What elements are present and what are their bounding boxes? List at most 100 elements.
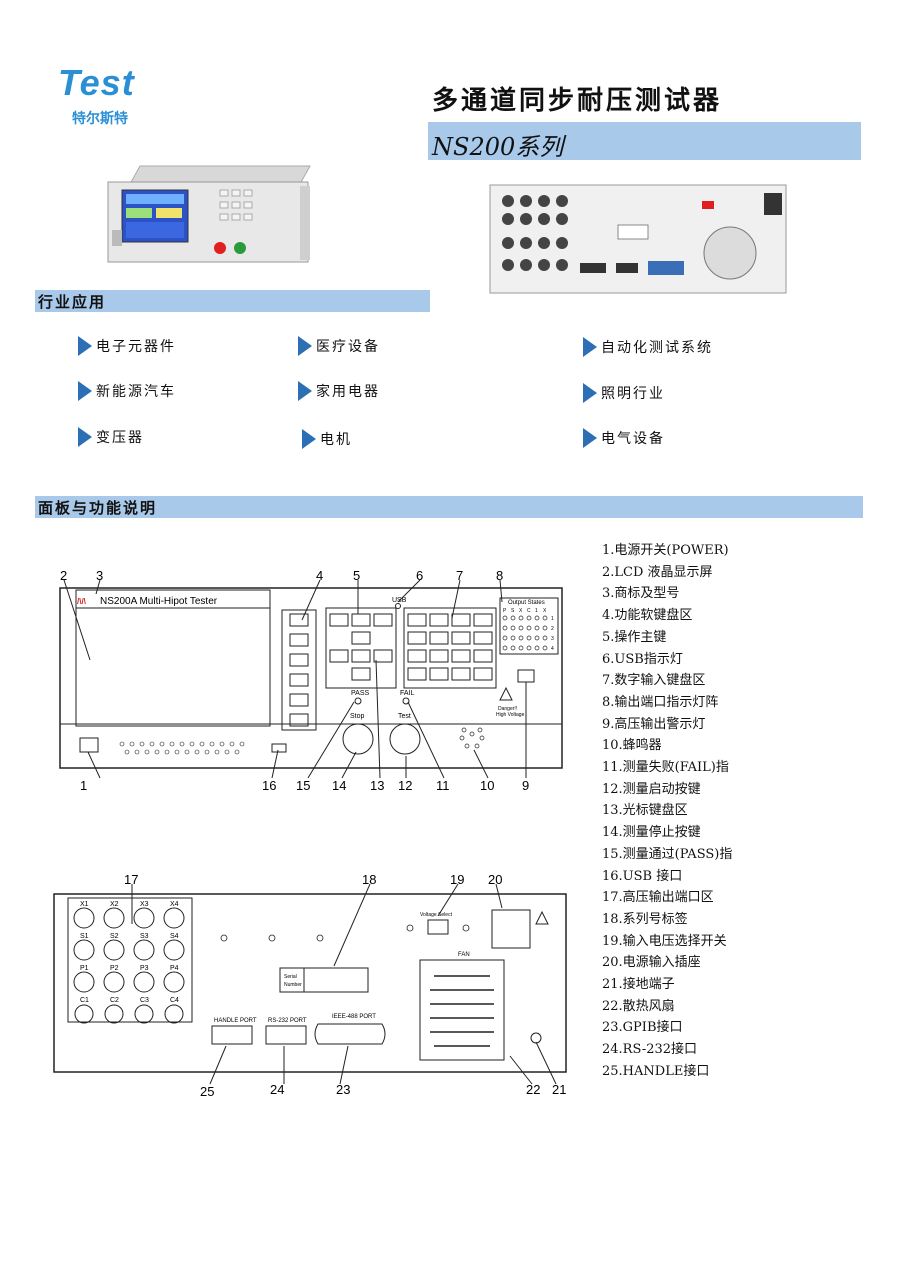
- vent-holes: [119, 741, 245, 755]
- application-item: 照明行业: [583, 383, 665, 403]
- svg-text:4: 4: [551, 646, 554, 652]
- application-item: 家用电器: [298, 381, 380, 401]
- triangle-arrow-icon: [302, 429, 316, 449]
- callout-label: 16: [262, 778, 276, 793]
- legend-item: 10.蜂鸣器: [602, 738, 662, 754]
- svg-text:S2: S2: [110, 933, 119, 940]
- svg-text:P1: P1: [80, 965, 89, 972]
- rear-product-photo: [489, 184, 787, 294]
- callout-label: 20: [488, 872, 502, 887]
- section-title-applications: 行业应用: [38, 293, 107, 311]
- callout-label: 19: [450, 872, 464, 887]
- svg-text:S: S: [511, 608, 515, 614]
- section-bar-applications: [35, 290, 430, 312]
- brand-logo-word: Test: [58, 62, 135, 103]
- legend-item: 16.USB 接口: [602, 868, 683, 884]
- legend-item: 9.高压输出警示灯: [602, 716, 706, 732]
- function-legend: 1.电源开关(POWER) 2.LCD 液晶显示屏 3.商标及型号 4.功能软键…: [602, 540, 762, 1083]
- svg-text:S3: S3: [140, 933, 149, 940]
- page-title: 多通道同步耐压测试器: [432, 86, 723, 116]
- ground-terminal: [530, 1032, 542, 1044]
- legend-item: 8.输出端口指示灯阵: [602, 694, 719, 710]
- svg-text:P4: P4: [170, 965, 179, 972]
- callout-label: 11: [436, 778, 450, 793]
- voltage-select-label: Voltage Select: [420, 912, 453, 918]
- hv-warning-lamp: [517, 669, 535, 683]
- legend-item: 1.电源开关(POWER): [602, 543, 729, 558]
- warning-icon: [535, 910, 549, 925]
- stop-button: [342, 723, 374, 755]
- application-item: 新能源汽车: [78, 381, 176, 401]
- application-item: 电气设备: [583, 428, 665, 448]
- triangle-arrow-icon: [583, 337, 597, 357]
- legend-item: 24.RS-232接口: [602, 1042, 698, 1058]
- callout-label: 24: [270, 1082, 284, 1097]
- svg-text:X: X: [519, 608, 523, 614]
- legend-item: 4.功能软键盘区: [602, 608, 693, 624]
- callout-label: 17: [124, 872, 138, 887]
- power-inlet: [491, 909, 531, 949]
- svg-text:X3: X3: [140, 901, 149, 908]
- front-product-photo: [107, 165, 311, 263]
- usb-led-icon: [395, 603, 401, 609]
- legend-item: 6.USB指示灯: [602, 651, 683, 667]
- callout-label: 1: [80, 778, 87, 793]
- svg-text:X4: X4: [170, 901, 179, 908]
- callout-label: 6: [416, 568, 423, 583]
- triangle-arrow-icon: [78, 336, 92, 356]
- callout-label: 15: [296, 778, 310, 793]
- callout-label: 22: [526, 1082, 540, 1097]
- legend-item: 11.测量失败(FAIL)指: [602, 760, 729, 776]
- section-bar-panel: [35, 496, 863, 518]
- application-item: 医疗设备: [298, 336, 380, 356]
- rs232-port: [265, 1025, 307, 1045]
- callout-label: 23: [336, 1082, 350, 1097]
- handle-port: [211, 1025, 253, 1045]
- legend-item: 25.HANDLE接口: [602, 1063, 710, 1079]
- legend-item: 22.散热风扇: [602, 998, 675, 1014]
- legend-item: 5.操作主键: [602, 629, 667, 645]
- svg-text:P: P: [503, 608, 507, 614]
- svg-text:X2: X2: [110, 901, 119, 908]
- svg-text:X: X: [543, 608, 547, 614]
- application-item: 变压器: [78, 427, 144, 447]
- usb-port: [271, 743, 287, 753]
- legend-item: 13.光标键盘区: [602, 803, 688, 819]
- legend-item: 17.高压输出端口区: [602, 890, 714, 906]
- application-item: 电子元器件: [78, 336, 176, 356]
- callout-label: 7: [456, 568, 463, 583]
- callout-label: 18: [362, 872, 376, 887]
- model-label: NS200A Multi-Hipot Tester: [100, 596, 218, 607]
- legend-item: 15.测量通过(PASS)指: [602, 846, 733, 862]
- pass-indicator-label: PASS: [351, 690, 369, 697]
- legend-item: 20.电源输入插座: [602, 955, 701, 971]
- ieee-port-label: IEEE-488 PORT: [332, 1014, 376, 1020]
- svg-text:X1: X1: [80, 901, 89, 908]
- svg-text:C: C: [527, 608, 531, 614]
- triangle-arrow-icon: [583, 428, 597, 448]
- triangle-arrow-icon: [78, 427, 92, 447]
- callout-label: 8: [496, 568, 503, 583]
- svg-text:C1: C1: [80, 997, 89, 1004]
- series-banner: [428, 122, 861, 160]
- callout-label: 5: [353, 568, 360, 583]
- svg-text:1: 1: [551, 616, 554, 622]
- svg-text:Danger!!: Danger!!: [498, 706, 517, 712]
- svg-text:P3: P3: [140, 965, 149, 972]
- section-title-panel: 面板与功能说明: [38, 499, 158, 517]
- legend-item: 12.测量启动按键: [602, 781, 701, 797]
- stop-button-label: Stop: [350, 713, 365, 720]
- svg-text:C4: C4: [170, 997, 179, 1004]
- svg-text:Number: Number: [284, 982, 302, 988]
- svg-text:S4: S4: [170, 933, 179, 940]
- fail-indicator-label: FAIL: [400, 690, 415, 697]
- svg-text:Serial: Serial: [284, 974, 297, 980]
- brand-mark-icon: /\/\: [77, 597, 87, 606]
- svg-text:P2: P2: [110, 965, 119, 972]
- power-switch: [79, 737, 99, 753]
- handle-port-label: HANDLE PORT: [214, 1018, 257, 1024]
- callout-label: 13: [370, 778, 384, 793]
- legend-item: 14.测量停止按键: [602, 825, 701, 841]
- test-button-label: Test: [398, 713, 411, 720]
- svg-text:1: 1: [535, 608, 538, 614]
